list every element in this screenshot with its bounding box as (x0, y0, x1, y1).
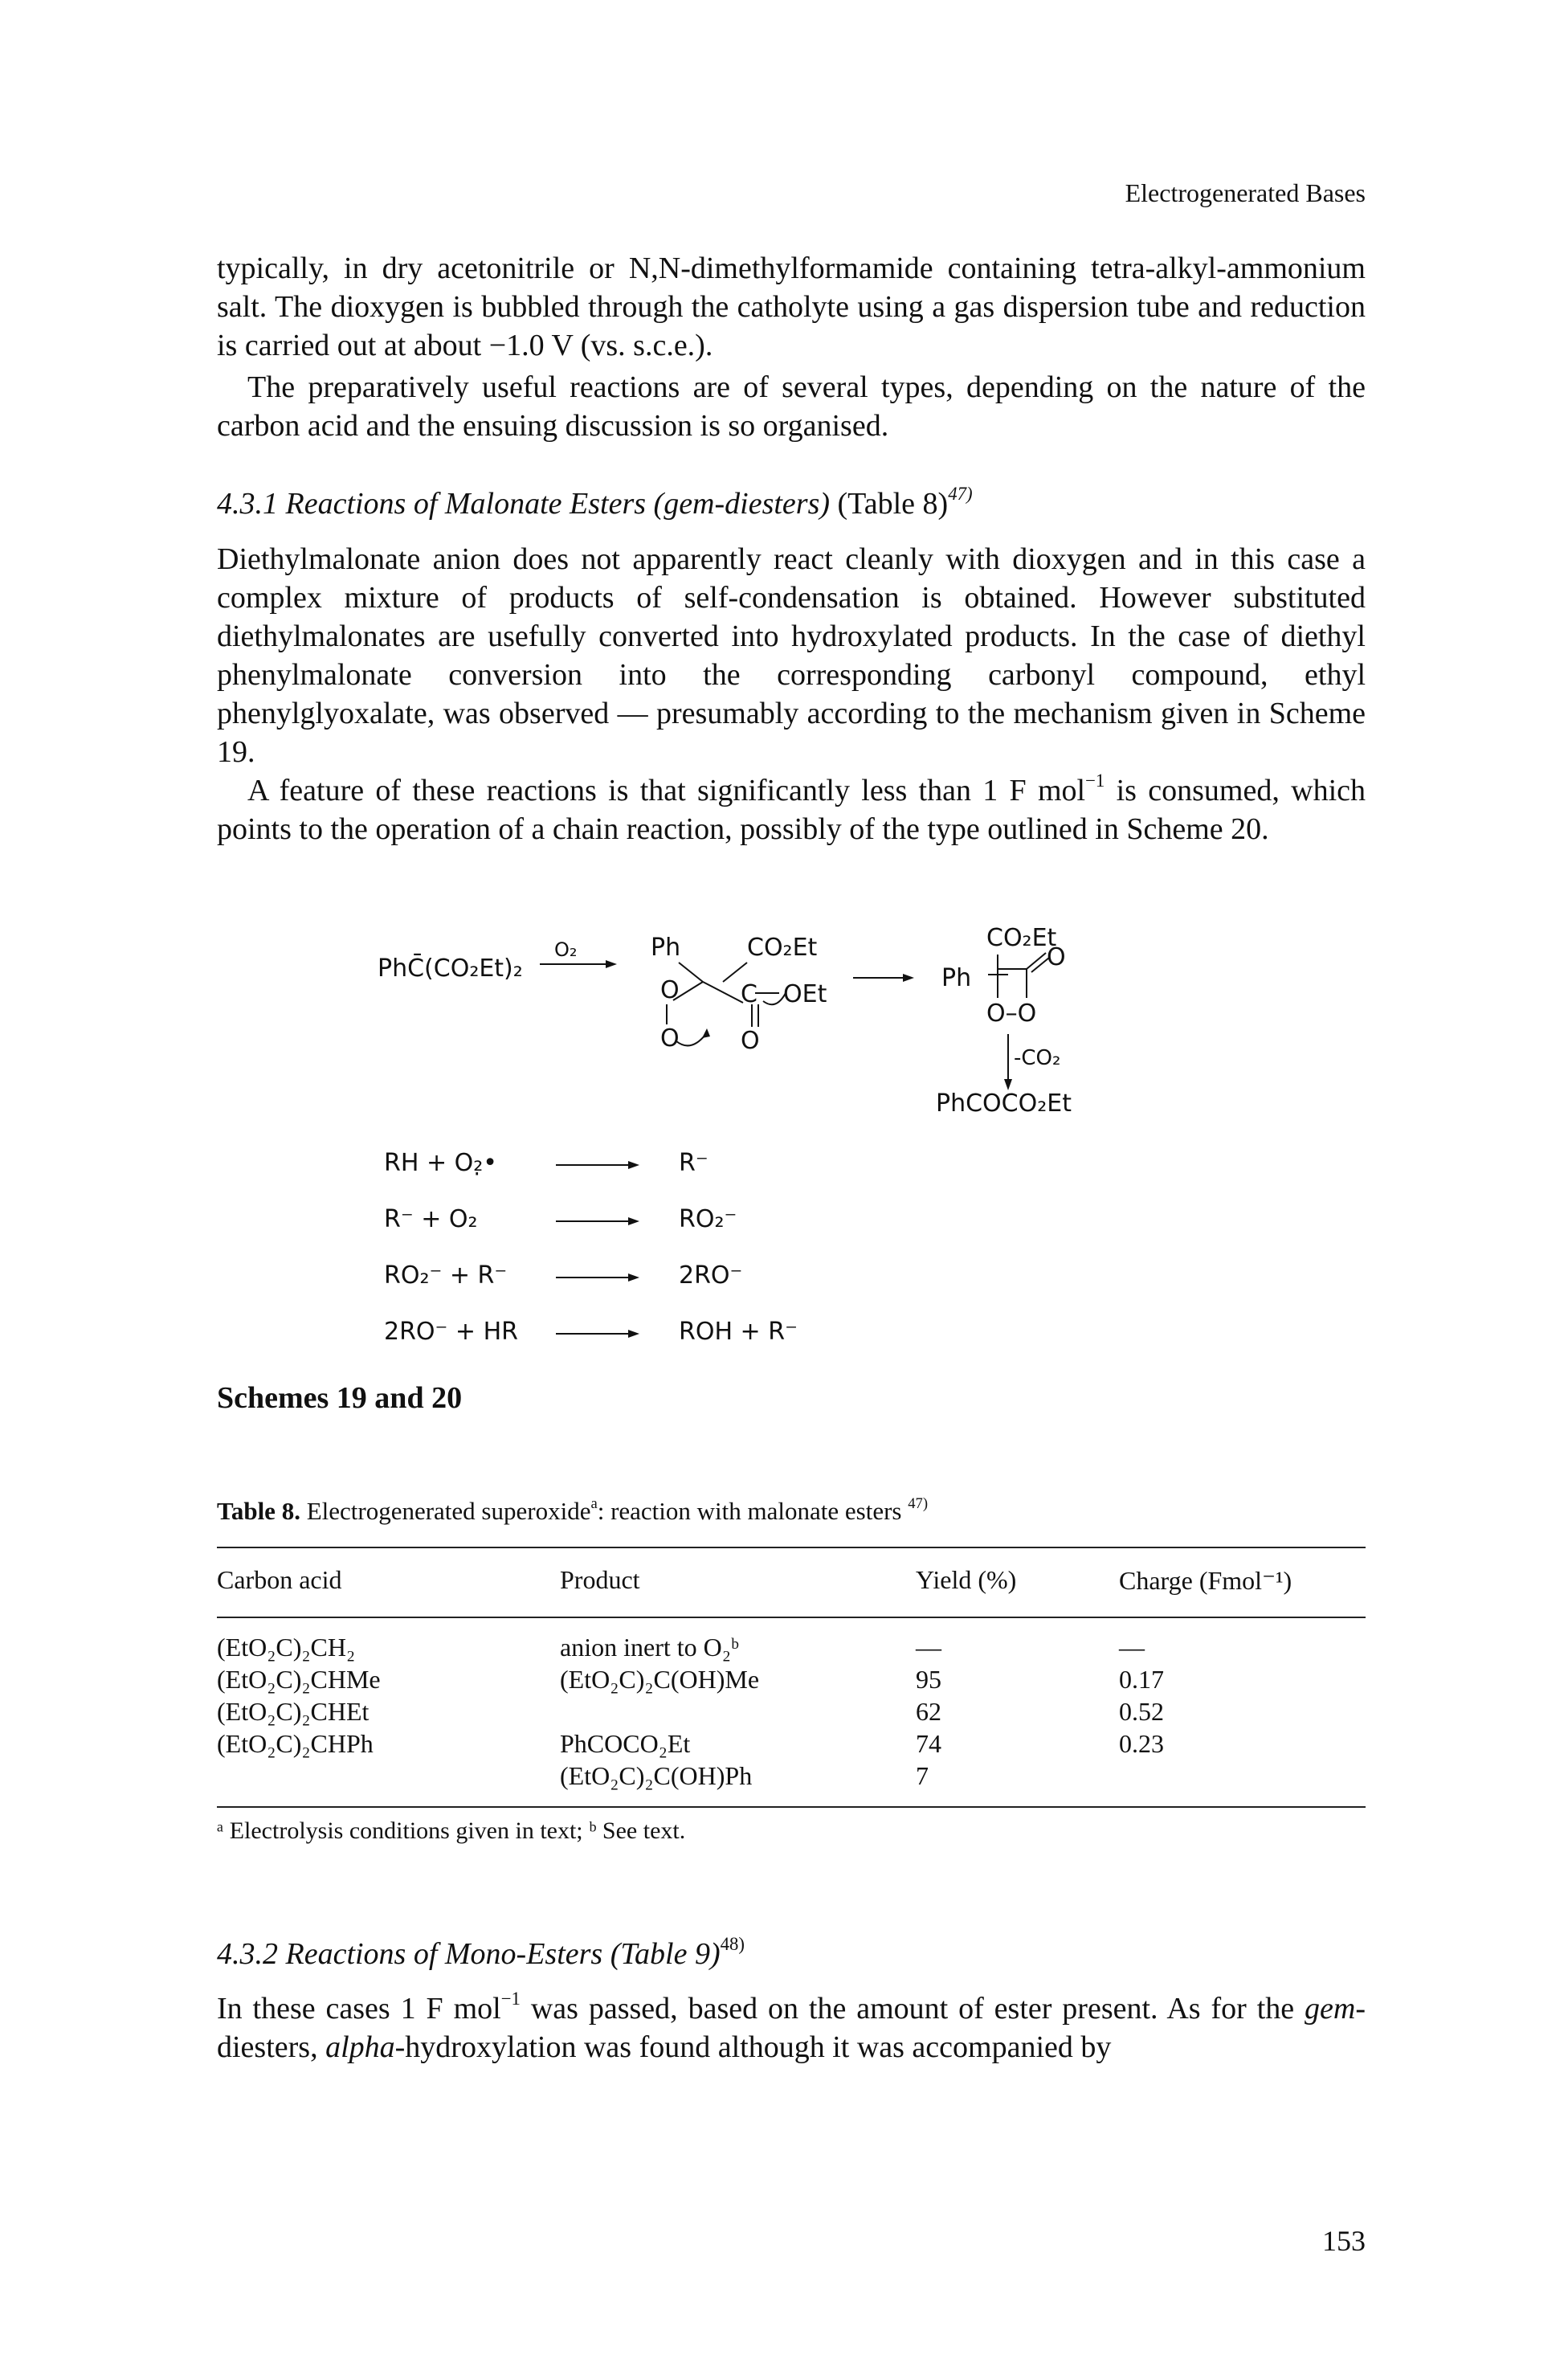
scheme20-row1-right: R⁻ (679, 1149, 708, 1177)
paragraph-5-alpha: alpha (325, 2030, 395, 2064)
table-title-sup: a (590, 1495, 598, 1513)
scheme20-arrow-3 (556, 1273, 639, 1282)
scheme19-prod-oo: O–O (986, 1000, 1037, 1028)
scheme20-row2-right: RO₂⁻ (679, 1205, 737, 1233)
running-header: Electrogenerated Bases (1125, 178, 1366, 207)
section-heading-432: 4.3.2 Reactions of Mono-Esters (Table 9)… (217, 1933, 745, 1972)
table-row-1-charge: — (1119, 1633, 1145, 1662)
scheme19-int-oet: OEt (783, 980, 827, 1008)
citation-ref: 48) (720, 1933, 745, 1954)
table-title-text-b: : reaction with malonate esters (597, 1497, 909, 1525)
table-header-yield: Yield (%) (916, 1565, 1017, 1594)
table-row-4-yield: 74 (916, 1729, 941, 1758)
scheme20-row3-left: RO₂⁻ + R⁻ (384, 1261, 508, 1290)
table-row-5-yield: 7 (916, 1761, 929, 1790)
table-row-2-yield: 95 (916, 1665, 941, 1694)
scheme19-prod-co2et: CO₂Et (986, 924, 1057, 952)
scheme20-row3-right: 2RO⁻ (679, 1261, 743, 1290)
scheme19-prod-o: O (1047, 943, 1066, 971)
table-row-1-acid: (EtO₂C)₂CH₂ (217, 1633, 356, 1662)
scheme19-intermediate-bonds (666, 962, 786, 1047)
scheme20-arrow-2 (556, 1217, 639, 1225)
scheme19-arrow-2 (853, 974, 914, 982)
scheme20-arrow-1 (556, 1161, 639, 1169)
table-row-3-charge: 0.52 (1119, 1697, 1164, 1726)
section-heading-431: 4.3.1 Reactions of Malonate Esters (gem-… (217, 483, 973, 521)
scheme19-int-c: C (741, 980, 757, 1008)
table-reference: (Table 8) (837, 487, 949, 521)
paragraph-3: Diethylmalonate anion does not apparentl… (217, 542, 1366, 769)
table-row-2-charge: 0.17 (1119, 1665, 1164, 1694)
paragraph-5-text-b: was passed, based on the amount of ester… (520, 1992, 1305, 2026)
scheme20-row2-left: R⁻ + O₂ (384, 1205, 478, 1233)
scheme19-arrow-label: O₂ (554, 938, 578, 961)
table-row-1-yield: — (916, 1633, 941, 1662)
scheme-caption: Schemes 19 and 20 (217, 1381, 463, 1415)
paragraph-1: typically, in dry acetonitrile or N,N-di… (217, 251, 1366, 362)
paragraph-4-text-a: A feature of these reactions is that sig… (247, 774, 1086, 807)
table-header-rule (217, 1617, 1366, 1618)
scheme20-row4-right: ROH + R⁻ (679, 1318, 798, 1346)
scheme19-reactant: PhC̄(CO₂Et)₂ (378, 955, 523, 983)
table-row-5-product: (EtO₂C)₂C(OH)Ph (560, 1761, 753, 1790)
scheme19-int-co2et: CO₂Et (747, 934, 818, 962)
table-header-carbon-acid: Carbon acid (217, 1565, 342, 1594)
paragraph-5-text-c: -diesters, (217, 1992, 1366, 2064)
paragraph-4-superscript: −1 (1085, 770, 1105, 791)
scheme19-dioxetane-bonds (988, 952, 1050, 998)
paragraph-5-text-d: -hydroxylation was found although it was… (394, 2030, 1112, 2064)
section-title: 4.3.2 Reactions of Mono-Esters (Table 9) (217, 1937, 721, 1971)
paragraph-2: The preparatively useful reactions are o… (217, 370, 1366, 443)
scheme19-int-o1: O (660, 976, 680, 1004)
table-title-text-a: Electrogenerated superoxide (300, 1497, 591, 1525)
scheme20-row1-left: RH + O₂̣• (384, 1149, 497, 1177)
table-row-2-acid: (EtO₂C)₂CHMe (217, 1665, 381, 1694)
paragraph-4: A feature of these reactions is that sig… (217, 771, 1366, 848)
table-row-2-product: (EtO₂C)₂C(OH)Me (560, 1665, 760, 1694)
scheme19-loss-co2: -CO₂ (1014, 1046, 1061, 1070)
section-title: 4.3.1 Reactions of Malonate Esters (gem-… (217, 487, 831, 521)
scheme20-row4-left: 2RO⁻ + HR (384, 1318, 518, 1346)
scheme19-int-o2: O (660, 1024, 680, 1053)
table-row-3-acid: (EtO₂C)₂CHEt (217, 1697, 370, 1726)
table-row-4-acid: (EtO₂C)₂CHPh (217, 1729, 374, 1758)
paragraph-4-text-b: is consumed, which points to the operati… (217, 774, 1366, 846)
scheme20-arrow-4 (556, 1330, 639, 1338)
table-footnote: ᵃ Electrolysis conditions given in text;… (217, 1817, 686, 1844)
paragraph-5-superscript: −1 (500, 1988, 521, 2009)
table-8-title: Table 8. Electrogenerated superoxidea: r… (217, 1495, 929, 1526)
table-row-4-product: PhCOCO₂Et (560, 1729, 691, 1758)
table-header-product: Product (560, 1565, 640, 1594)
table-row-3-yield: 62 (916, 1697, 941, 1726)
citation-ref: 47) (948, 483, 973, 504)
scheme19-int-o3: O (741, 1027, 760, 1055)
paragraph-5-gem: gem (1305, 1992, 1356, 2026)
table-bottom-rule (217, 1806, 1366, 1808)
table-row-4-charge: 0.23 (1119, 1729, 1164, 1758)
scheme19-prod-ph: Ph (941, 964, 972, 992)
paragraph-5: In these cases 1 F mol−1 was passed, bas… (217, 1989, 1366, 2067)
scheme19-int-ph: Ph (651, 934, 681, 962)
table-row-1-product: anion inert to O₂ᵇ (560, 1633, 739, 1662)
paragraph-5-text-a: In these cases 1 F mol (217, 1992, 501, 2026)
table-title-ref: 47) (908, 1495, 929, 1513)
page-number: 153 (1322, 2225, 1366, 2257)
table-header-charge: Charge (Fmol⁻¹) (1119, 1566, 1292, 1595)
table-label: Table 8. (217, 1497, 300, 1525)
scheme19-arrow-down (1004, 1034, 1012, 1090)
scheme19-arrow-1 (540, 960, 617, 968)
table-top-rule (217, 1547, 1366, 1548)
scheme19-final-product: PhCOCO₂Et (936, 1089, 1072, 1118)
